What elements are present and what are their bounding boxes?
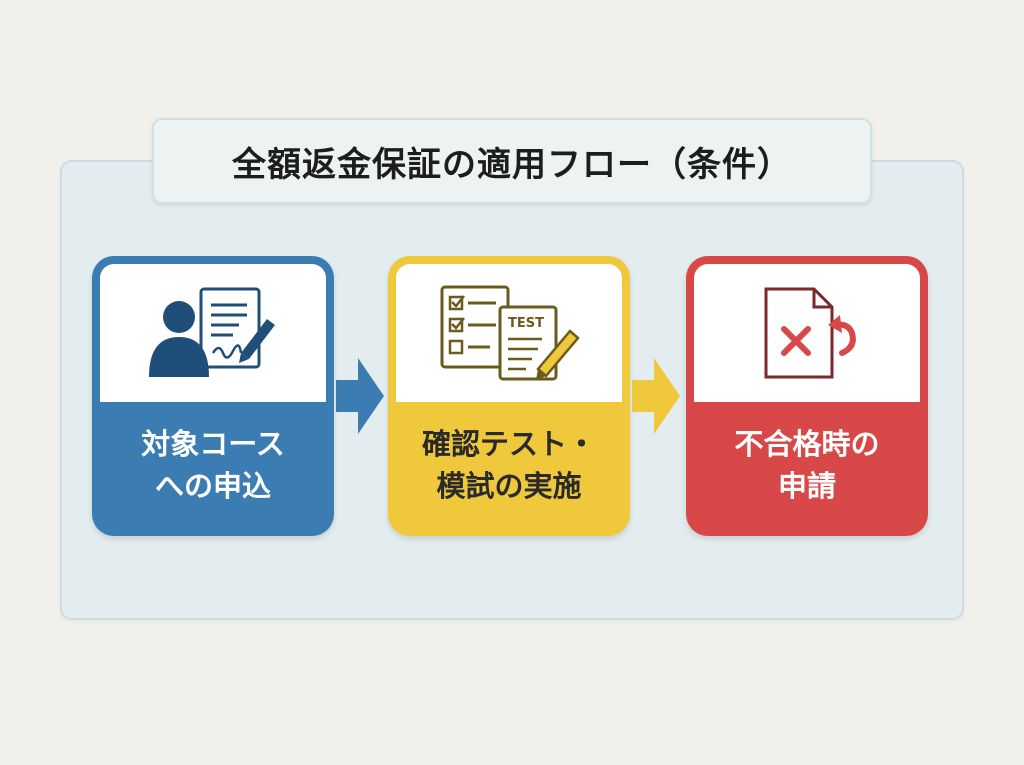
step-label-line1: 対象コース — [141, 426, 285, 461]
svg-text:TEST: TEST — [508, 316, 544, 331]
step-icon-area: TEST — [396, 264, 622, 402]
step-label: 確認テスト・ 模試の実施 — [396, 402, 622, 528]
step-label-line2: 申請 — [777, 469, 836, 503]
title-box: 全額返金保証の適用フロー（条件） — [152, 118, 872, 204]
step-icon-area — [100, 264, 326, 402]
step-label-line1: 確認テスト・ — [421, 426, 596, 461]
step-icon-area — [694, 264, 920, 402]
step-label-line1: 不合格時の — [734, 426, 880, 461]
step-label-line2: 模試の実施 — [436, 469, 582, 503]
flow-arrow-icon — [632, 358, 680, 434]
step-label-line2: への申込 — [154, 469, 271, 503]
checklist-test-icon: TEST — [440, 285, 580, 381]
rejected-document-return-icon — [764, 287, 856, 379]
step-card-refund-request: 不合格時の 申請 — [686, 256, 928, 536]
step-label: 不合格時の 申請 — [694, 402, 920, 528]
person-signing-document-icon — [149, 287, 275, 377]
diagram-title: 全額返金保証の適用フロー（条件） — [232, 144, 792, 185]
flow-arrow-icon — [336, 358, 384, 434]
step-card-test: TEST 確認テスト・ 模試の実施 — [388, 256, 630, 536]
step-card-application: 対象コース への申込 — [92, 256, 334, 536]
step-label: 対象コース への申込 — [100, 402, 326, 528]
